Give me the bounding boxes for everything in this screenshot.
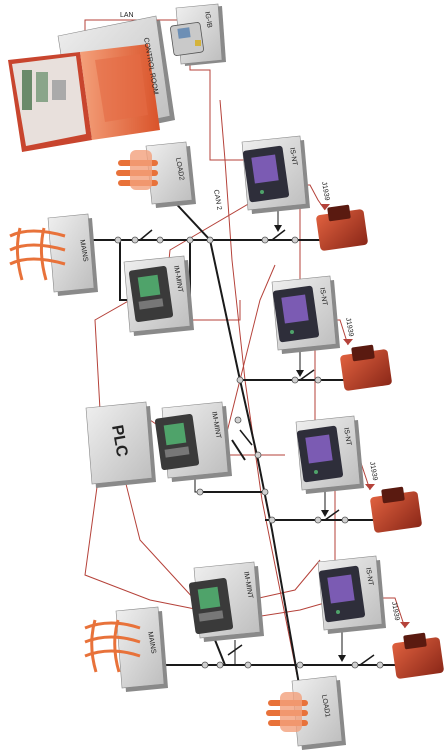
j1939-4-label: J1939 (390, 601, 400, 621)
controller-device-icon (272, 285, 320, 343)
mains-bottom-group: MAINS (84, 606, 168, 692)
ist-1-label: IS-NT (288, 147, 298, 167)
plc-box: PLC (85, 401, 156, 488)
j1939-arrows (320, 204, 410, 628)
mains-top-label: MAINS (78, 239, 89, 262)
mint-controller-2: IM-MINT (154, 401, 232, 482)
controller-device-icon (188, 577, 234, 635)
j1939-2-label: J1939 (344, 317, 354, 337)
engine-1-icon (316, 204, 368, 251)
controller-device-icon (296, 425, 344, 483)
breakers (139, 229, 375, 666)
bus-lines (70, 194, 410, 691)
ig-ib-module: IG-IB (170, 3, 226, 66)
controller-device-icon (242, 145, 290, 203)
controller-device-icon (128, 265, 174, 323)
load1-label: LOAD1 (320, 694, 331, 718)
mains-bottom-icon (84, 619, 141, 673)
mint-controller-1: IM-MINT (123, 255, 194, 336)
plc-label: PLC (108, 424, 130, 459)
engine-4-icon (392, 632, 444, 679)
mains-bottom-label: MAINS (146, 631, 157, 654)
load1-group: LOAD1 (266, 675, 346, 750)
control-room: CONTROL ROOM (8, 15, 175, 152)
engine-3-icon (370, 486, 422, 533)
ist-4-label: IS-NT (364, 567, 374, 587)
ist-controller-4: IS-NT (317, 555, 386, 634)
ist-controller-2: IS-NT (271, 275, 340, 354)
can2-label: CAN 2 (212, 189, 222, 211)
mint-1-label: IM-MINT (172, 265, 184, 294)
ig-ib-label: IG-IB (203, 11, 213, 29)
controller-device-icon (318, 565, 366, 623)
load2-label: LOAD2 (174, 157, 185, 181)
ist-3-label: IS-NT (342, 427, 352, 447)
controller-device-icon (154, 413, 200, 471)
load-arrows-icon (116, 150, 158, 190)
load1-arrows-icon (266, 692, 308, 732)
control-cabinet-icon (8, 44, 160, 152)
ist-controller-3: IS-NT (295, 415, 364, 494)
control-arrows (274, 225, 346, 662)
mint-3-label: IM-MINT (242, 571, 254, 600)
lan-label: LAN (120, 12, 134, 19)
j1939-3-label: J1939 (368, 461, 378, 481)
load2-group: LOAD2 (116, 141, 196, 208)
mains-top-icon (9, 227, 66, 281)
bus-nodes (66, 236, 384, 669)
engine-2-icon (340, 344, 392, 391)
ist-controller-1: IS-NT (241, 135, 310, 214)
ig-ib-device-icon (170, 22, 204, 56)
mint-2-label: IM-MINT (210, 411, 222, 440)
ist-2-label: IS-NT (318, 287, 328, 307)
mint-controller-3: IM-MINT (188, 561, 264, 642)
mains-top-group: MAINS (9, 213, 98, 296)
j1939-1-label: J1939 (320, 181, 330, 201)
